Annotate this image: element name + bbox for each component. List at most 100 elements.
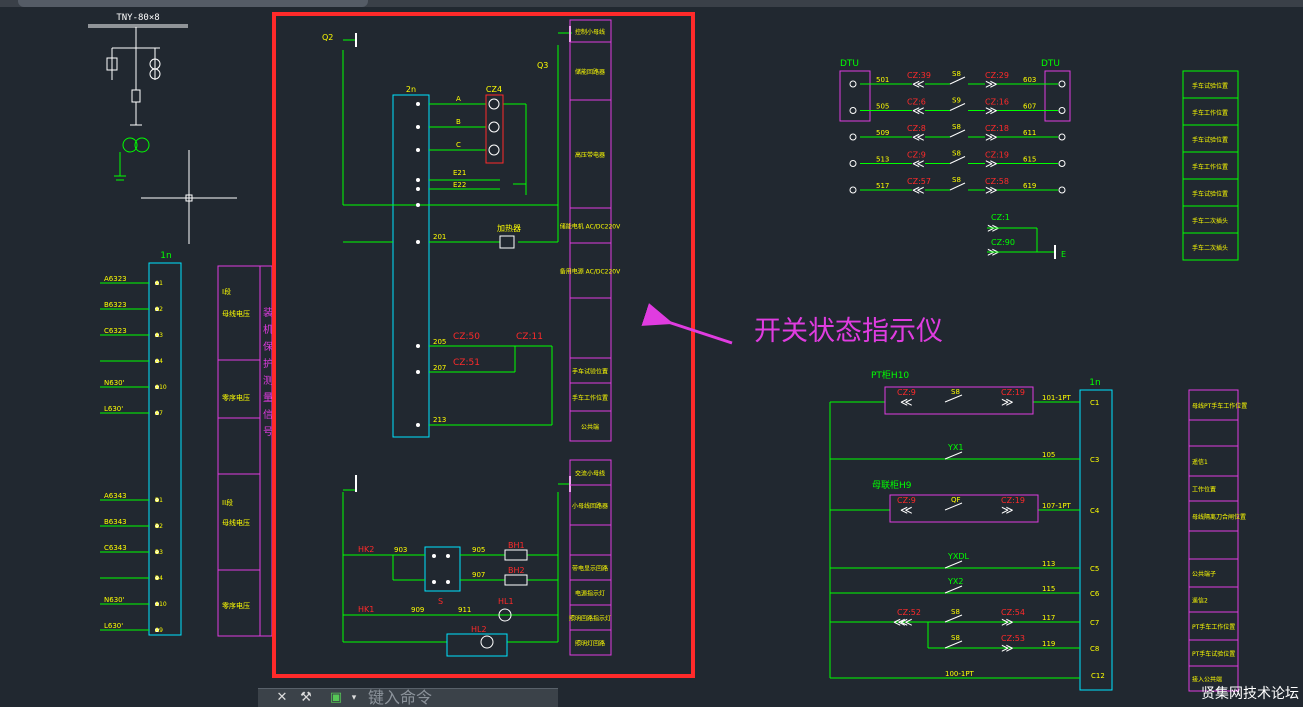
cz-51-label: CZ:51 [453,358,480,368]
left-legend-section-4: II段 [222,498,233,507]
chevron-down-icon[interactable]: ▾ [351,693,357,703]
legend-cell-text: 手车试验位置 [1192,82,1228,90]
legend-cell-text: PT手车试验位置 [1192,650,1235,658]
dtu-terminal-icon [1058,133,1066,141]
dtu-cz-right: CZ:58 [985,177,1009,186]
dtu-terminal-icon [849,160,857,167]
bottom-terminal-label: C12 [1091,672,1105,680]
terminal-dot [155,628,159,632]
plug-contact-icon: ≪ [912,183,925,197]
terminal-dot [416,187,420,191]
switch-contact-icon [949,103,966,111]
dtu-switch-label: S8 [952,70,961,78]
pt-terminal-header: 1n [1089,378,1100,388]
label-cell-text: 控制小母线 [575,28,605,36]
left-wire-label: L630' [104,405,123,413]
switch-contact-icon [944,394,963,403]
plug-contact-icon: ≪ [900,503,913,517]
pt-wire-label: 105 [1042,451,1055,459]
pt-cz-right: CZ:54 [1001,608,1025,617]
pt-wire-label: 113 [1042,560,1055,568]
pt-row3-box [889,494,1039,523]
dtu-switch-label: S8 [952,123,961,131]
legend-cell-text: 公共端子 [1192,570,1216,578]
wire-907: 907 [472,571,485,579]
legend-cell-text: 手车二次插头 [1192,244,1228,252]
pt-terminal-label: C6 [1090,590,1100,598]
pt-wire-label: 119 [1042,640,1055,648]
terminal-dot [155,498,159,502]
terminal-dot [155,333,159,337]
left-wire-label: B6343 [104,518,127,526]
switch-contact-icon [944,585,963,594]
left-wire-label: L630' [104,622,123,630]
label-cell-text: 手车工作位置 [572,394,608,402]
s-switch-label: S [438,597,443,606]
bh2-resistor-icon [504,574,528,586]
dtu-cz-right: CZ:16 [985,98,1009,107]
pt-wiring [829,401,1080,679]
heater-label: 加热器 [497,223,521,233]
hl1-label: HL1 [498,597,514,606]
phase-b-label: B [456,118,461,126]
left-terminal-label: A2 [155,306,163,313]
dtu-cz-left: CZ:39 [907,71,931,80]
bottom-wire-label: 100-1PT [945,670,975,678]
switch-contact-icon [949,76,966,85]
close-icon[interactable]: ✕ [276,690,288,705]
left-wire-label: N630' [104,379,125,387]
wrench-icon[interactable]: ⚒ [300,690,312,705]
command-input[interactable]: 键入命令 [368,688,433,707]
left-terminal-label: B3 [155,549,163,556]
legend-cell [1182,232,1239,261]
wire-905: 905 [472,546,485,554]
terminal-dot [416,344,420,348]
dtu-terminal-icon [1058,107,1066,114]
pt-terminal-strip [1079,389,1113,691]
label-cell-text: 交流小母线 [575,470,605,478]
terminal-dot [155,281,159,285]
pt-cz-right: CZ:19 [1001,388,1025,397]
wire-e21: E21 [453,169,466,177]
left-terminal-label: A10 [155,384,167,391]
switch-contact-icon [944,451,963,460]
command-line-bar: ✕ ⚒ ▣ ▾ 键入命令 [258,688,558,707]
pt-terminal-label: C4 [1090,507,1100,515]
phase-c-label: C [456,141,461,149]
pt-terminal-label: C1 [1090,399,1099,407]
crosshair-cursor-icon [141,150,237,244]
wire-201: 201 [433,233,446,241]
terminal-dot [155,411,159,415]
label-cell-text: 电源指示灯 [575,590,605,598]
hk2-label: HK2 [358,545,374,554]
legend-cell-text: 接入公共端 [1192,676,1222,684]
command-history-icon[interactable]: ▣ [329,690,343,705]
plug-contact-icon: ≪ [912,77,925,91]
left-legend-vertical-text: 装机保护测量信号 [261,306,273,443]
pt-row1-box [884,386,1034,415]
hl2-label: HL2 [471,625,487,634]
label-cell [569,297,612,359]
plug-contact-icon: ≫ [985,183,998,197]
plug-contact-icon: ≪ [900,615,913,629]
heater-icon [499,235,515,249]
annotation-arrow [641,303,733,345]
pt-switch-label: S8 [951,608,960,616]
plug-contact-icon: ≫ [1001,503,1014,517]
dtu-terminal-icon [849,80,857,88]
terminal-dot [416,240,420,244]
dtu-cz-left: CZ:8 [907,124,926,133]
legend-cell-text: 手车试验位置 [1192,136,1228,144]
wire-911: 911 [458,606,471,614]
document-tab[interactable] [18,0,368,7]
plug-contact-icon: ≫ [1001,615,1014,629]
cz-90-label: CZ:90 [991,238,1015,247]
cz-50-label: CZ:50 [453,332,480,342]
dtu-right-label: DTU [1041,59,1060,69]
pt-terminal-label: C5 [1090,565,1099,573]
left-terminal-label: A1 [155,280,163,287]
left-terminal-label: A9 [155,627,163,634]
dtu-terminal-icon [1058,160,1066,167]
